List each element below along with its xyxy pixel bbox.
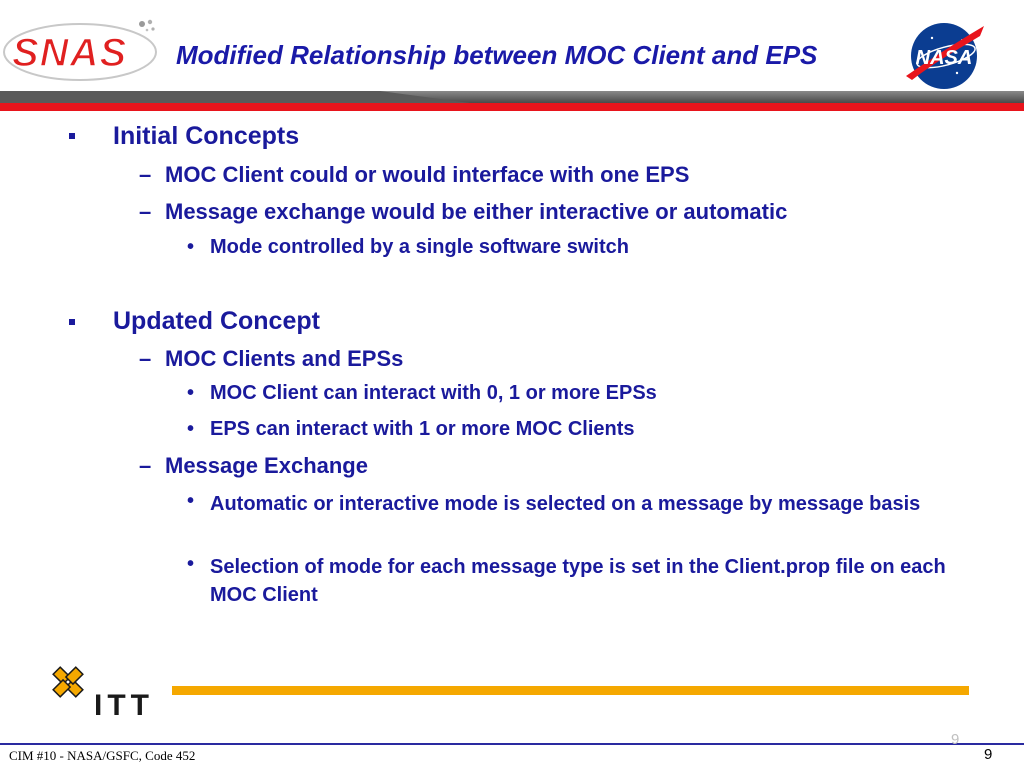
dot-bullet: • (187, 553, 195, 575)
dot-bullet: • (187, 490, 195, 512)
dash-bullet: – (139, 346, 152, 371)
dash-bullet: – (139, 199, 152, 224)
list-item: Message exchange would be either interac… (165, 199, 788, 224)
footer-divider-orange (172, 686, 969, 695)
footer-divider-blue (0, 743, 1024, 745)
section-heading: Updated Concept (113, 307, 320, 335)
nasa-logo-text: NASA (916, 47, 973, 69)
dot-bullet: • (187, 418, 195, 440)
dash-bullet: – (139, 162, 152, 187)
dot-bullet: • (187, 382, 195, 404)
snas-logo-text: SNAS (12, 31, 127, 75)
sub-list-item: Selection of mode for each message type … (210, 556, 946, 606)
nasa-meatball-logo: NASA (902, 18, 988, 90)
faint-page-number: 9 (951, 731, 960, 748)
sub-list-item: MOC Client can interact with 0, 1 or mor… (210, 382, 657, 404)
sub-list-item: Automatic or interactive mode is selecte… (210, 493, 921, 515)
list-item: Message Exchange (165, 453, 368, 478)
header-bar (0, 91, 1024, 111)
page-number: 9 (984, 746, 993, 763)
snas-logo: SNAS (2, 18, 162, 84)
itt-logo: ITT (46, 660, 166, 722)
bullet-square (69, 133, 75, 139)
dash-bullet: – (139, 453, 152, 478)
footer-text: CIM #10 - NASA/GSFC, Code 452 (9, 748, 196, 763)
sub-list-item: EPS can interact with 1 or more MOC Clie… (210, 418, 635, 440)
slide-title: Modified Relationship between MOC Client… (176, 40, 818, 70)
list-item: MOC Client could or would interface with… (165, 162, 690, 187)
bullet-square (69, 319, 75, 325)
itt-logo-text: ITT (94, 689, 154, 720)
sub-list-item: Mode controlled by a single software swi… (210, 236, 629, 258)
dot-bullet: • (187, 236, 195, 258)
section-heading: Initial Concepts (113, 122, 300, 150)
list-item: MOC Clients and EPSs (165, 346, 404, 371)
